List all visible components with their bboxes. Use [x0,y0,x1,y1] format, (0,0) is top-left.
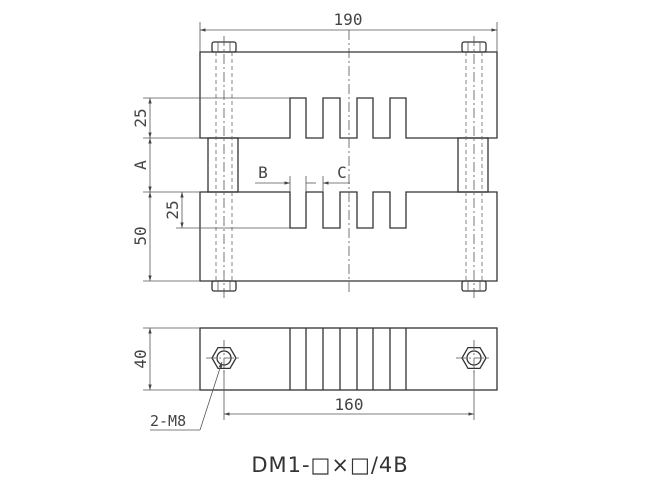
left-hex-nut [206,340,242,376]
dim-label-overall-width: 190 [334,10,363,29]
front-view [199,30,498,298]
dim-overall-width: 190 [199,10,498,52]
dim-slot-tooth: B C [255,163,350,192]
bolt-callout-label: 2-M8 [150,412,186,430]
dim-label-hole-spacing: 160 [335,395,364,414]
upper-clamp-block [199,51,498,139]
dim-label-gap: A [131,160,150,170]
dim-label-slot-depth-top: 25 [131,108,150,127]
top-view-body [199,327,498,391]
left-spacer-sleeve [207,137,239,193]
top-view [199,327,498,391]
bolt-callout: 2-M8 [150,361,223,431]
right-spacer-sleeve [457,137,489,193]
dim-label-tooth-width: C [337,163,347,182]
dim-label-slot-depth-bottom: 25 [163,200,182,219]
dim-left-stack: 25 A 50 25 [131,97,290,282]
dim-label-block-height: 50 [131,226,150,245]
dim-label-thickness: 40 [131,349,150,368]
dim-hole-spacing: 160 [223,370,475,420]
model-caption: DM1-□×□/4B [251,453,408,477]
lower-clamp-block [199,191,498,282]
right-hex-nut [456,340,492,376]
dim-thickness: 40 [131,327,200,391]
dim-label-slot-width: B [258,163,268,182]
